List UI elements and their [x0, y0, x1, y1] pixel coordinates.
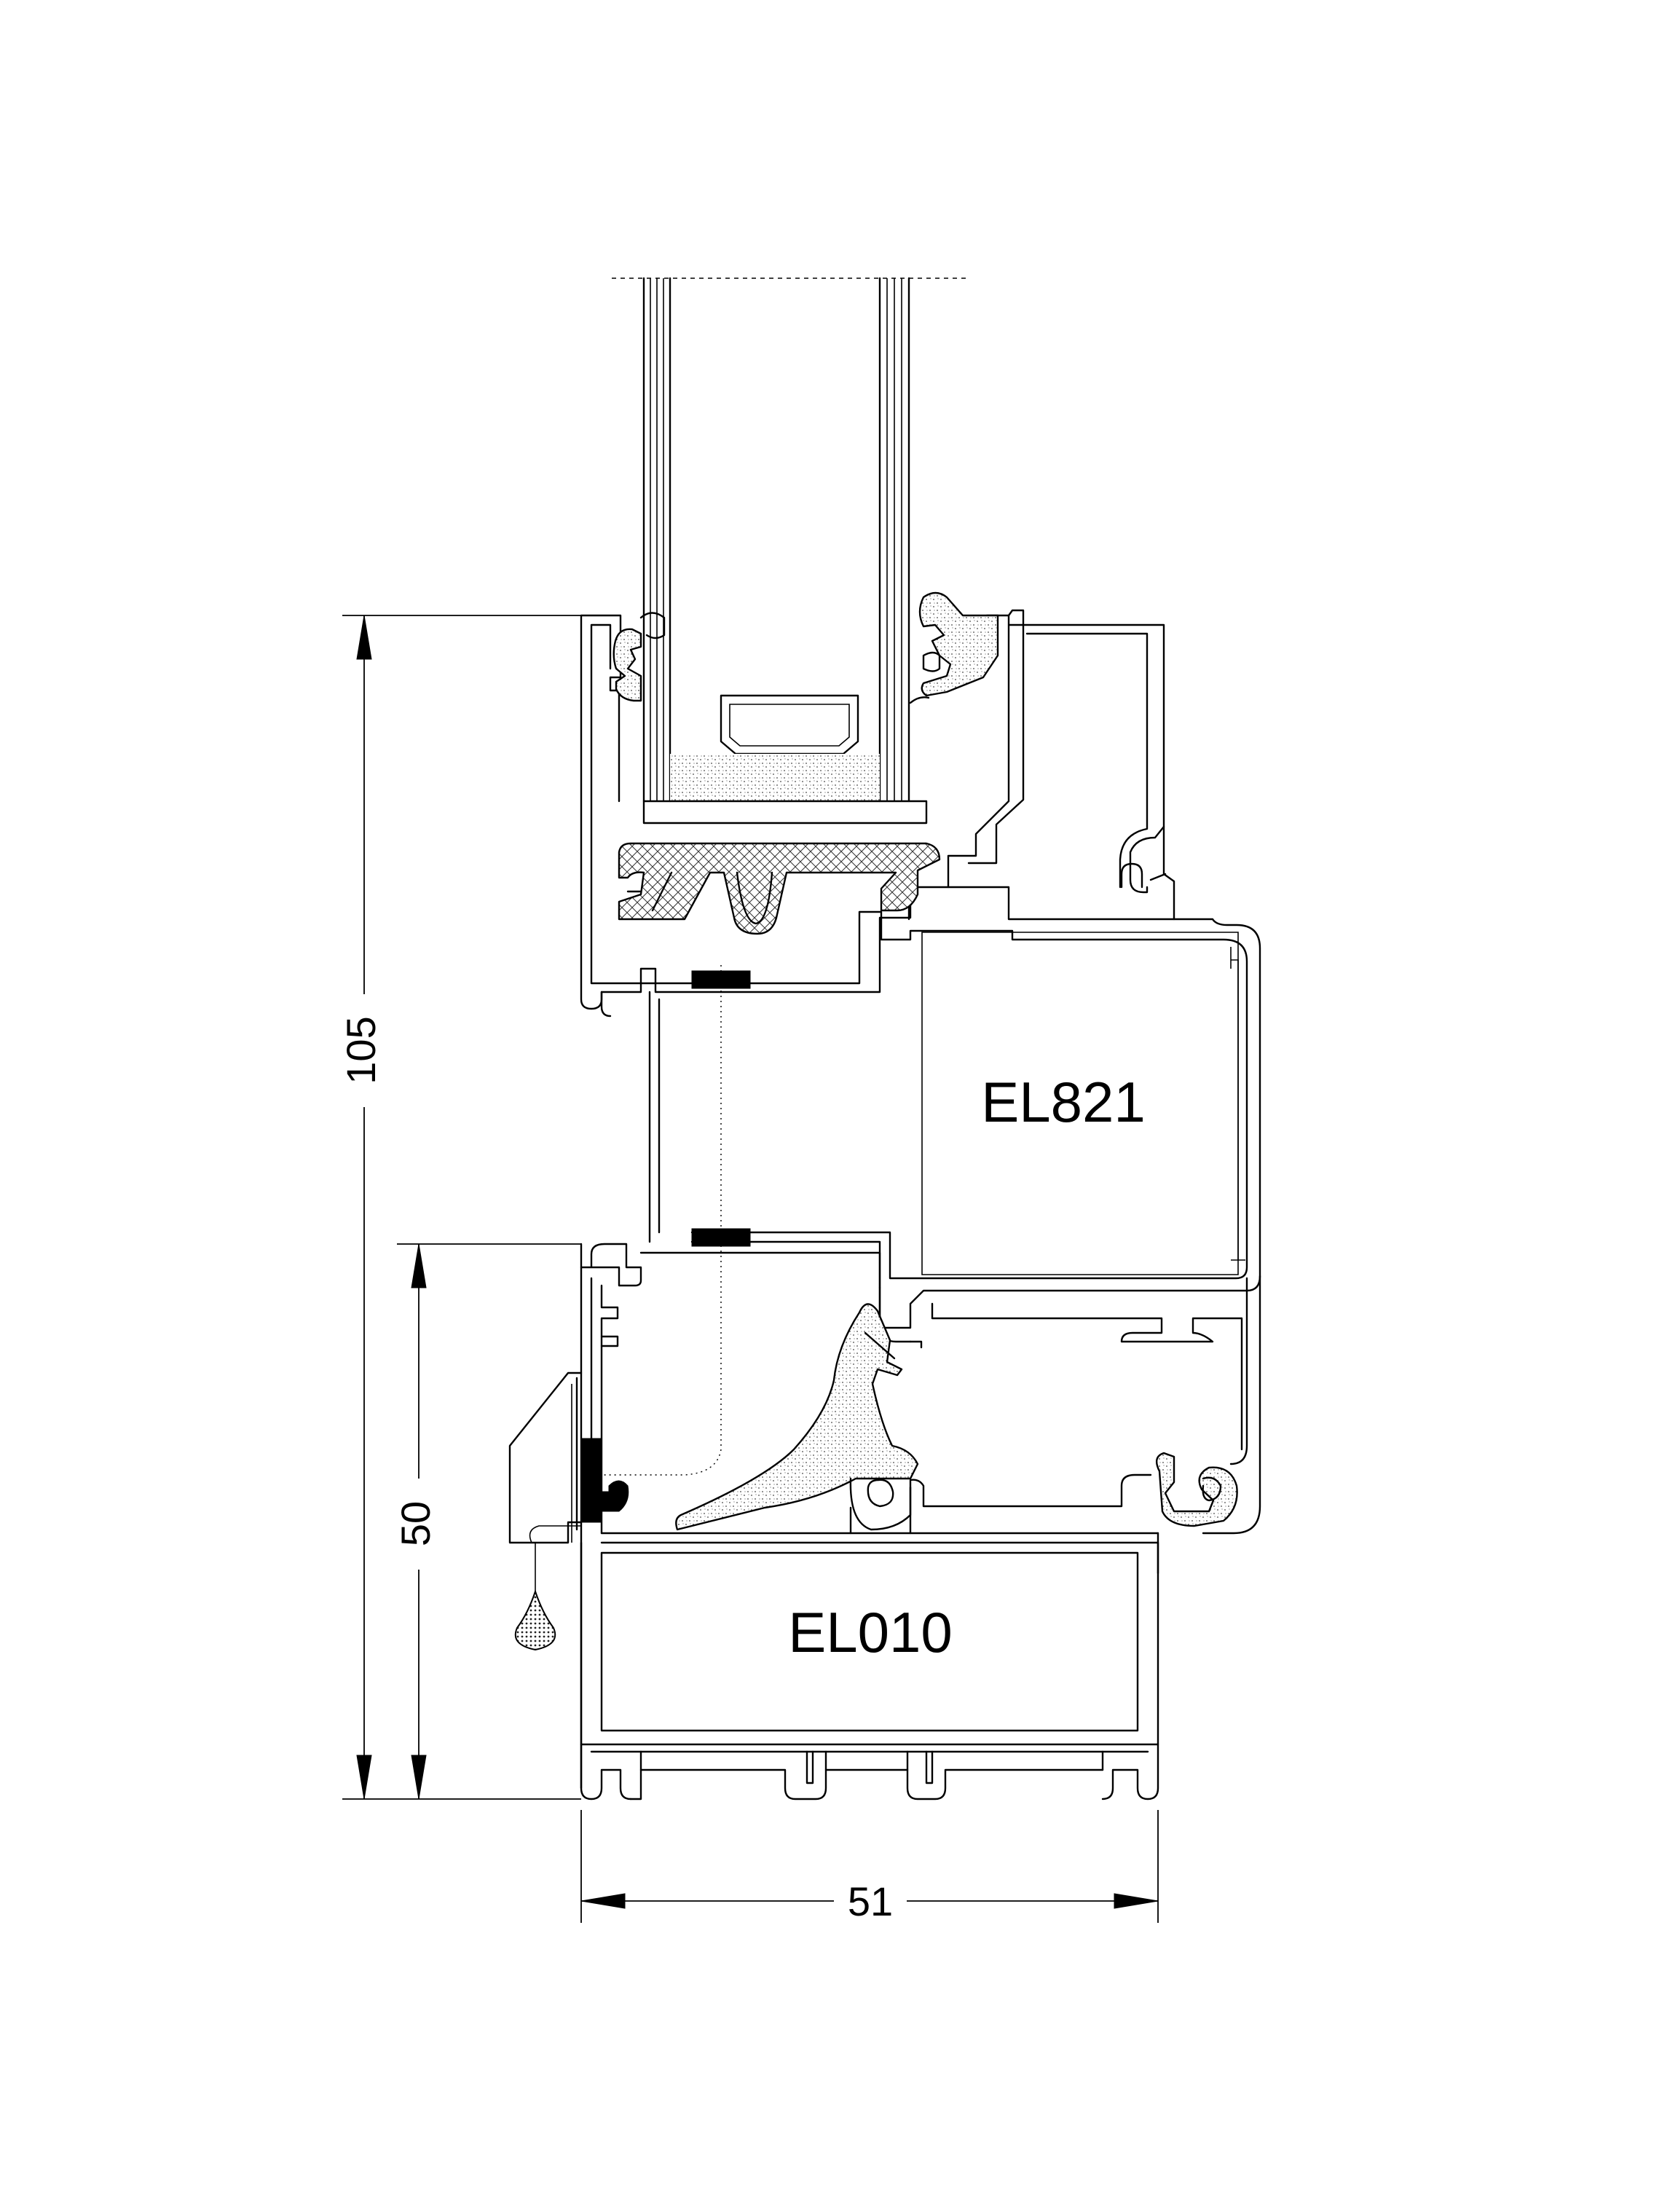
- drainage-clip: [580, 1438, 629, 1523]
- outer-glazing-gasket: [918, 591, 999, 697]
- frame-profile-el010: [580, 1541, 1159, 1800]
- el010-chamber: [600, 1551, 1139, 1732]
- dimension-height-frame: 50: [393, 1243, 581, 1800]
- edge-sealant: [670, 754, 880, 801]
- frame-seal-right: [1155, 1452, 1238, 1527]
- setting-block: [642, 800, 928, 824]
- glazing-unit: [612, 277, 966, 824]
- glass-pane-right: [878, 277, 910, 803]
- el010-outline: [580, 1541, 1159, 1800]
- sash-profile-el821: [580, 609, 1261, 1329]
- bottom-glazing-insulator: [618, 842, 941, 935]
- glass-pane-left: [642, 277, 671, 803]
- water-drop-icon: [514, 1589, 556, 1651]
- dimension-height-overall: 105: [338, 615, 581, 1800]
- frame-height-value: 50: [393, 1501, 438, 1546]
- drip-cover: [508, 1371, 583, 1544]
- frame-profile: [580, 1243, 1261, 1800]
- glazing-gaskets: [612, 591, 999, 704]
- sash-outline: [580, 614, 1261, 1329]
- overall-height-value: 105: [338, 1016, 384, 1084]
- central-weather-seal: [675, 1303, 919, 1531]
- width-value: 51: [848, 1878, 893, 1924]
- inner-glazing-gasket: [612, 628, 642, 702]
- dimension-width: 51: [580, 1810, 1159, 1924]
- sash-profile-label: EL821: [981, 1070, 1146, 1134]
- frame-profile-label: EL010: [788, 1600, 953, 1664]
